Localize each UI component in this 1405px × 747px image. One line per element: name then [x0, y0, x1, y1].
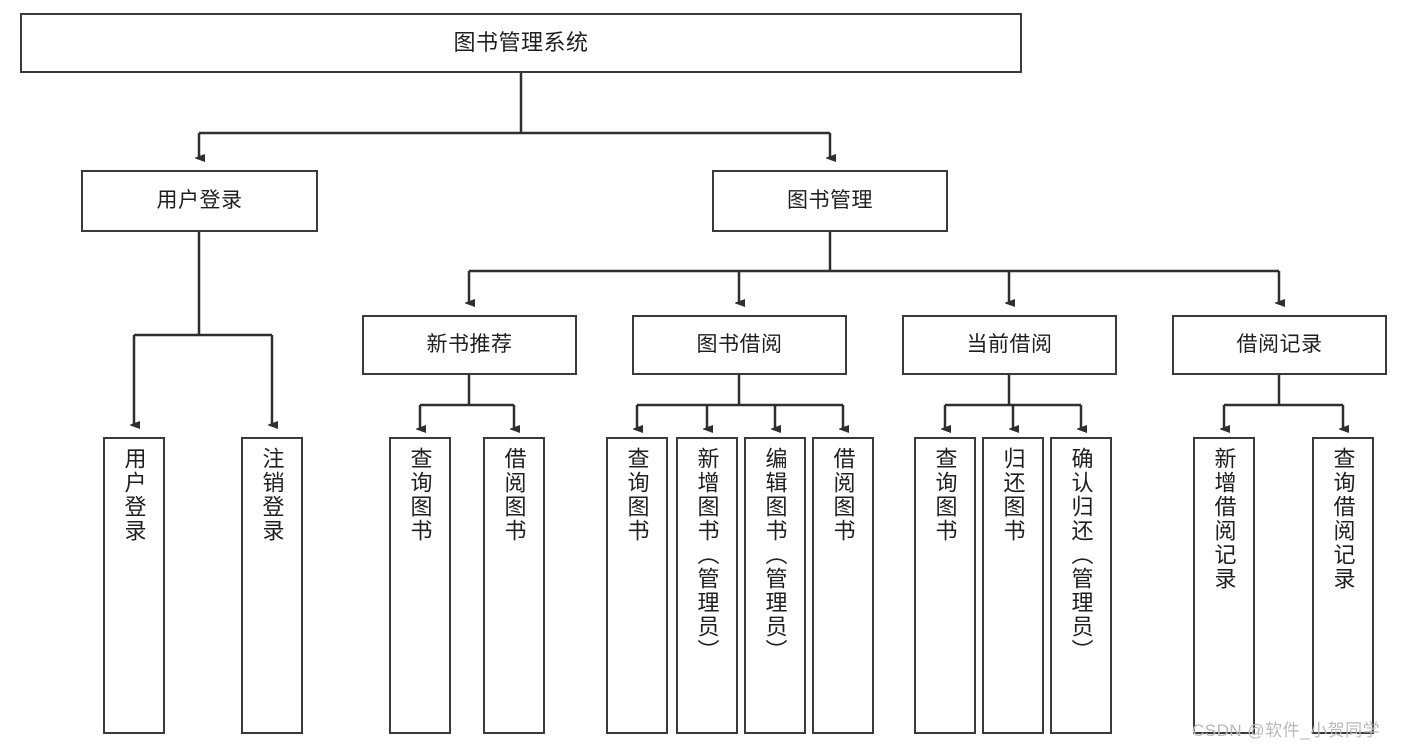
node-root-system[interactable]: 图书管理系统: [20, 13, 1022, 73]
leaf-current-query-book[interactable]: 查询图书: [914, 437, 976, 734]
node-borrow-record[interactable]: 借阅记录: [1172, 315, 1387, 375]
leaf-logout[interactable]: 注销登录: [241, 437, 303, 734]
watermark: CSDN @软件_小贺同学: [1192, 721, 1381, 740]
node-label: 查询图书: [407, 447, 433, 543]
leaf-recommend-query-book[interactable]: 查询图书: [389, 437, 451, 734]
node-label: 图书管理: [787, 188, 873, 212]
node-label: 图书管理系统: [453, 30, 589, 56]
node-label: 借阅记录: [1236, 332, 1323, 356]
node-book-management[interactable]: 图书管理: [712, 170, 948, 232]
node-label: 图书借阅: [696, 332, 783, 356]
node-user-login[interactable]: 用户登录: [81, 170, 318, 232]
node-label: 查询借阅记录: [1330, 447, 1356, 591]
node-label: 注销登录: [259, 447, 285, 543]
leaf-record-add-record[interactable]: 新增借阅记录: [1193, 437, 1255, 734]
node-label: 新增图书（管理员）: [694, 447, 720, 663]
node-label: 查询图书: [932, 447, 958, 543]
leaf-current-confirm-return-admin[interactable]: 确认归还（管理员）: [1050, 437, 1112, 734]
node-label: 新增借阅记录: [1211, 447, 1237, 591]
node-label: 查询图书: [624, 447, 650, 543]
leaf-current-return-book[interactable]: 归还图书: [982, 437, 1044, 734]
node-book-borrow[interactable]: 图书借阅: [632, 315, 847, 375]
leaf-borrow-edit-book-admin[interactable]: 编辑图书（管理员）: [744, 437, 806, 734]
leaf-borrow-add-book-admin[interactable]: 新增图书（管理员）: [676, 437, 738, 734]
node-label: 当前借阅: [966, 332, 1053, 356]
node-current-borrow[interactable]: 当前借阅: [902, 315, 1117, 375]
node-label: 编辑图书（管理员）: [762, 447, 788, 663]
node-label: 确认归还（管理员）: [1068, 447, 1094, 663]
node-label: 借阅图书: [501, 447, 527, 543]
node-label: 新书推荐: [426, 332, 513, 356]
node-label: 用户登录: [156, 188, 243, 212]
node-label: 用户登录: [121, 447, 147, 543]
node-new-book-recommend[interactable]: 新书推荐: [362, 315, 577, 375]
leaf-user-login[interactable]: 用户登录: [103, 437, 165, 734]
leaf-recommend-borrow-book[interactable]: 借阅图书: [483, 437, 545, 734]
leaf-borrow-borrow-book[interactable]: 借阅图书: [812, 437, 874, 734]
node-label: 借阅图书: [830, 447, 856, 543]
leaf-record-query-record[interactable]: 查询借阅记录: [1312, 437, 1374, 734]
node-label: 归还图书: [1000, 447, 1026, 543]
leaf-borrow-query-book[interactable]: 查询图书: [606, 437, 668, 734]
